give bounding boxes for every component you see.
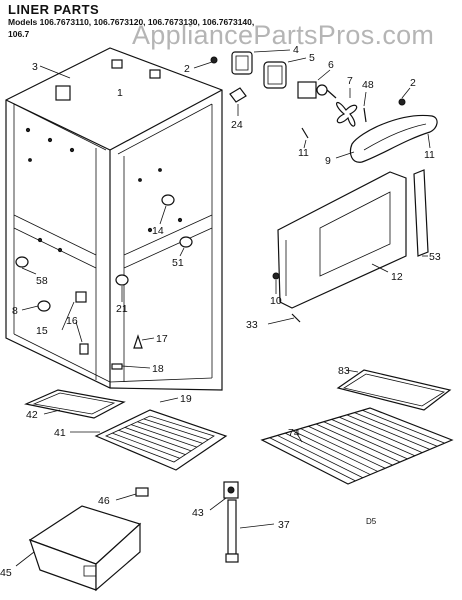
callout-14: 14 xyxy=(152,225,164,237)
pan-rib xyxy=(137,421,203,444)
wire-shelf-74 xyxy=(260,407,454,485)
trim-strip-53 xyxy=(413,169,429,257)
callout-24: 24 xyxy=(231,119,243,131)
shelf-wire xyxy=(269,437,356,482)
pan-rib xyxy=(124,427,192,452)
shelf-wire xyxy=(354,412,438,447)
callout-12: 12 xyxy=(391,271,403,283)
callout-42: 42 xyxy=(26,409,38,421)
fan-motor-6 xyxy=(297,81,337,99)
callout-5: 5 xyxy=(309,52,315,64)
tube-37 xyxy=(225,499,239,563)
shelf-wire xyxy=(292,430,378,472)
callout-19: 19 xyxy=(180,393,192,405)
shelf-wire xyxy=(308,425,393,466)
models-line-1: Models 106.7673110, 106.7673120, 106.767… xyxy=(8,17,255,27)
callout-17: 17 xyxy=(156,333,168,345)
callout-1: 1 xyxy=(117,87,123,99)
callout-16: 16 xyxy=(66,315,78,327)
shelf-wire xyxy=(346,414,430,450)
models-line-2: 106.7 xyxy=(8,29,30,39)
callout-11-left: 11 xyxy=(298,147,309,159)
callout-58: 58 xyxy=(36,275,48,287)
air-duct-9 xyxy=(349,114,438,163)
pan-rib xyxy=(143,418,209,441)
shelf-wire xyxy=(331,419,416,457)
cabinet-small-parts xyxy=(15,194,193,370)
bracket-24 xyxy=(229,87,247,103)
rear-panel-12 xyxy=(277,171,407,309)
light-housing-4 xyxy=(231,51,253,75)
screw-48 xyxy=(363,107,367,123)
shelf-wire xyxy=(300,428,386,469)
callout-83: 83 xyxy=(338,365,350,377)
shelf-wire xyxy=(277,435,364,479)
shelf-wire xyxy=(362,409,445,444)
shelf-wire xyxy=(315,423,401,463)
callout-2-left: 2 xyxy=(184,63,190,75)
callout-7: 7 xyxy=(347,75,353,87)
callout-15: 15 xyxy=(36,325,48,337)
callout-4: 4 xyxy=(293,44,299,56)
callout-6: 6 xyxy=(328,59,334,71)
callout-labels: 3 1 2 4 5 6 7 48 2 24 11 11 9 14 51 53 1… xyxy=(0,44,441,579)
shelf-wire xyxy=(338,416,423,453)
shelf-wire xyxy=(323,421,408,460)
fan-blade-7 xyxy=(336,101,358,127)
callout-10: 10 xyxy=(270,295,282,307)
callout-9: 9 xyxy=(325,155,331,167)
callout-33: 33 xyxy=(246,319,258,331)
callout-18: 18 xyxy=(152,363,164,375)
screw-2-left xyxy=(210,56,218,64)
watermark: AppliancePartsPros.com xyxy=(132,20,435,50)
callout-74: 74 xyxy=(288,427,300,439)
drip-pan-41 xyxy=(94,409,228,471)
pan-rib xyxy=(131,424,197,448)
drip-tray-42 xyxy=(24,389,126,419)
valve-43 xyxy=(223,481,239,499)
callout-43: 43 xyxy=(192,507,204,519)
pan-rib xyxy=(118,429,186,455)
callout-8: 8 xyxy=(12,305,18,317)
callout-46: 46 xyxy=(98,495,110,507)
screw-2-right xyxy=(398,98,406,106)
callout-45: 45 xyxy=(0,567,12,579)
lamp-socket-5 xyxy=(263,61,287,89)
callout-21: 21 xyxy=(116,303,128,315)
callout-48: 48 xyxy=(362,79,374,91)
callout-2-right: 2 xyxy=(410,77,416,89)
ice-tray-83 xyxy=(336,369,452,411)
callout-11-right: 11 xyxy=(424,149,435,161)
leader-lines xyxy=(15,49,431,567)
callout-37: 37 xyxy=(278,519,290,531)
diagram-code: D5 xyxy=(366,517,377,526)
callout-53: 53 xyxy=(429,251,441,263)
callout-51: 51 xyxy=(172,257,184,269)
callout-3: 3 xyxy=(32,61,38,73)
screw-10 xyxy=(272,272,280,280)
screw-33 xyxy=(291,313,301,323)
crisper-drawer-45 xyxy=(28,505,142,592)
shelf-wire xyxy=(284,432,371,475)
liner-cabinet xyxy=(5,47,223,391)
diagram-title: LINER PARTS xyxy=(8,2,100,17)
callout-41: 41 xyxy=(54,427,66,439)
clip-46 xyxy=(135,487,149,497)
pan-rib xyxy=(112,432,180,459)
